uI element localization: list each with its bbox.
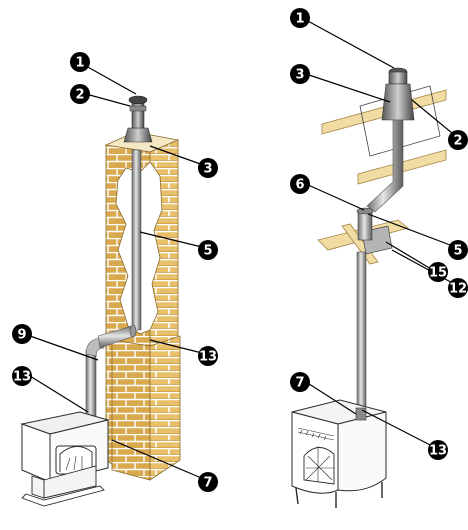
- left-installation: [20, 95, 181, 507]
- callout-badge: 9: [12, 324, 32, 344]
- callout-badge: 13: [198, 346, 218, 366]
- stove-pipe-vertical: [85, 349, 97, 421]
- callout-badge: 15: [428, 262, 448, 282]
- leader-lines: [29, 19, 459, 481]
- svg-text:5: 5: [203, 244, 212, 259]
- callout-badge: 6: [290, 174, 310, 194]
- callout-badge: 2: [70, 84, 90, 104]
- callout-badge: 5: [198, 240, 218, 260]
- svg-text:13: 13: [199, 350, 217, 365]
- svg-text:3: 3: [295, 68, 304, 83]
- callout-badge: 3: [290, 64, 310, 84]
- callout-badge: 5: [448, 240, 468, 260]
- svg-text:5: 5: [453, 244, 462, 259]
- callout-badge: 3: [198, 158, 218, 178]
- callout-badge: 13: [12, 366, 32, 386]
- svg-text:7: 7: [203, 476, 212, 491]
- svg-text:13: 13: [13, 370, 31, 385]
- svg-text:3: 3: [203, 162, 212, 177]
- svg-text:2: 2: [75, 88, 84, 103]
- chimney-liner: [131, 149, 142, 331]
- callout-badge: 12: [448, 278, 468, 298]
- chimney-cap-flashing: [123, 127, 153, 143]
- chimney-base-side: [149, 335, 181, 481]
- chimney-base-front: [111, 339, 151, 481]
- svg-text:9: 9: [17, 328, 26, 343]
- svg-text:2: 2: [453, 134, 462, 149]
- callout-badge: 1: [70, 52, 90, 72]
- left-callouts: 1 2 3 5 9 13 13 7: [12, 52, 218, 492]
- svg-text:12: 12: [449, 282, 467, 297]
- svg-text:1: 1: [295, 12, 304, 27]
- svg-text:1: 1: [75, 56, 84, 71]
- svg-text:13: 13: [429, 444, 447, 459]
- callout-badge: 1: [290, 8, 310, 28]
- svg-text:6: 6: [295, 178, 304, 193]
- chimney-cap-top: [128, 95, 148, 105]
- callout-badge: 2: [448, 130, 468, 150]
- svg-text:7: 7: [295, 376, 304, 391]
- svg-text:15: 15: [429, 266, 447, 281]
- right-callouts: 1 3 2 6 5 15 12 7 13: [290, 8, 468, 460]
- callout-badge: 7: [290, 372, 310, 392]
- right-stove: [291, 399, 387, 508]
- callout-badge: 13: [428, 440, 448, 460]
- right-installation: [291, 67, 447, 508]
- callout-badge: 7: [198, 472, 218, 492]
- left-stove: [20, 411, 110, 507]
- class-a-pipe: [356, 251, 367, 425]
- offset-pipe: [366, 119, 404, 213]
